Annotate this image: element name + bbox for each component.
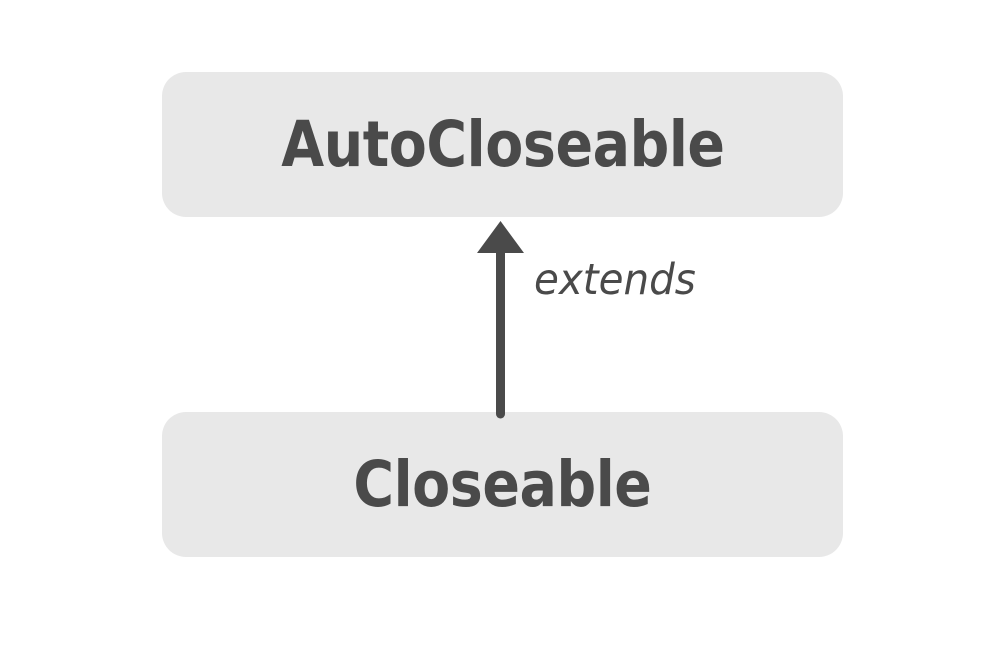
extends-edge-label: extends <box>534 255 696 305</box>
class-node-label: Closeable <box>353 448 652 521</box>
class-node-autocloseable[interactable]: AutoCloseable <box>162 72 843 217</box>
extends-arrow-head <box>477 221 524 253</box>
class-node-closeable[interactable]: Closeable <box>162 412 843 557</box>
class-node-label: AutoCloseable <box>280 108 725 181</box>
